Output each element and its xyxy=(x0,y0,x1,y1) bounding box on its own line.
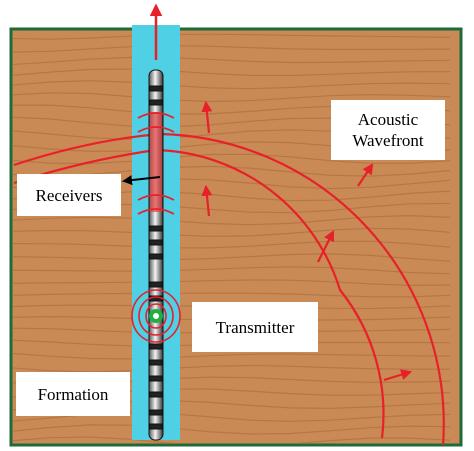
acoustic-wavefronts xyxy=(13,132,445,446)
arrow-diag-2 xyxy=(357,163,374,187)
receiver-array xyxy=(150,112,162,212)
receiver-wave-fans xyxy=(137,112,175,215)
receivers-label: Receivers xyxy=(17,174,121,216)
transmitter-label: Transmitter xyxy=(192,302,318,352)
arrow-up-upper xyxy=(201,100,213,134)
formation-label: Formation xyxy=(16,372,130,416)
receivers-pointer-arrow xyxy=(122,175,161,186)
logging-tool xyxy=(131,69,181,441)
acoustic-wavefront-label: Acoustic Wavefront xyxy=(331,100,445,160)
arrow-diag-1 xyxy=(317,230,334,263)
wavefront-inner xyxy=(13,148,385,439)
wavefront-outer xyxy=(13,132,445,446)
transmitter-rings xyxy=(131,289,181,343)
arrow-right-bottom xyxy=(383,369,413,382)
arrow-up-lower xyxy=(201,184,213,217)
